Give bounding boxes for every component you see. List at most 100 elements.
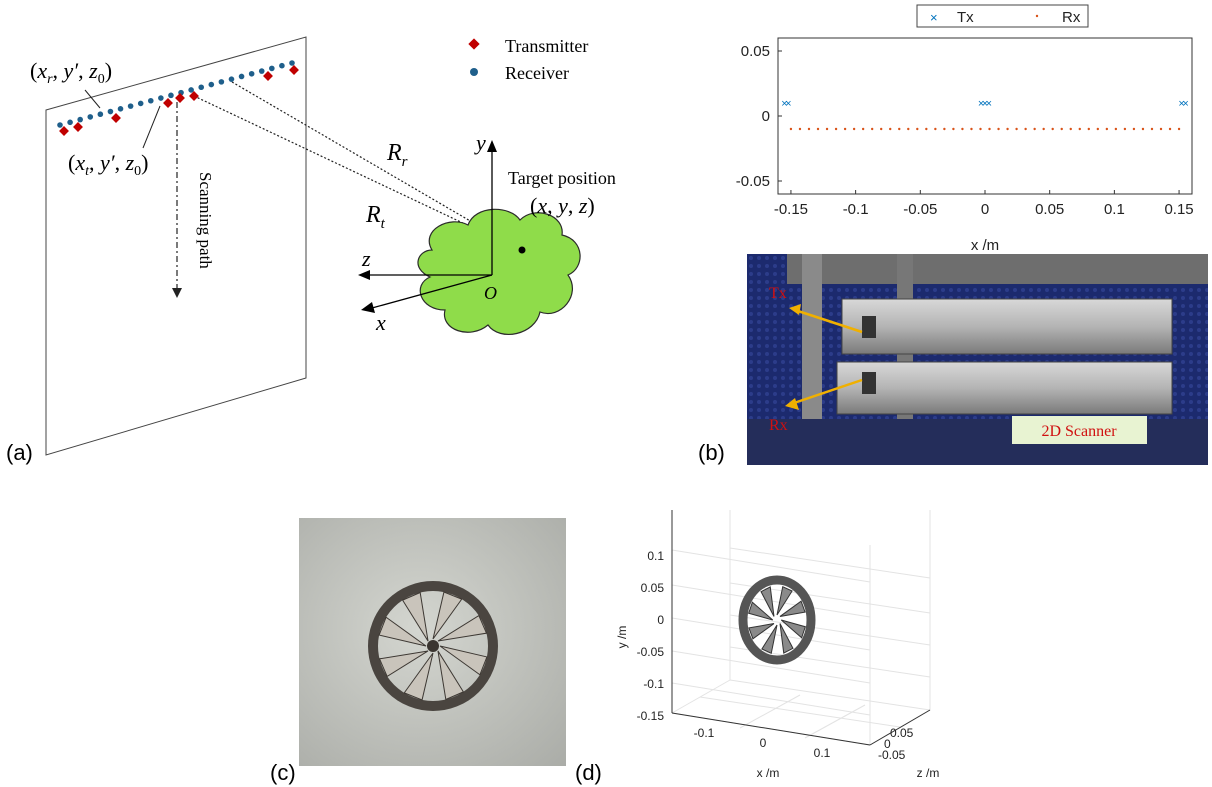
transmitter-marker — [59, 126, 69, 136]
x-tick-label: 0 — [981, 201, 989, 218]
rx-point — [1060, 127, 1063, 131]
d-ytick-5: -0.15 — [637, 709, 665, 723]
rx-point — [1078, 127, 1081, 131]
d-zlabel: z /m — [917, 766, 940, 780]
receiver-dot — [218, 79, 225, 85]
rx-point — [1024, 127, 1027, 131]
tx-point: × — [781, 98, 787, 110]
rx-point — [1051, 127, 1054, 131]
axis-y-label: y — [474, 130, 486, 155]
rx-point — [1159, 127, 1163, 131]
rx-point — [925, 127, 928, 131]
tx-position-label: (xt, y′, z0) — [68, 150, 148, 179]
tx-point: × — [1182, 98, 1188, 110]
tx-point: × — [982, 98, 988, 110]
receiver-dot — [158, 95, 164, 101]
rx-point — [1087, 127, 1091, 131]
fan-blade — [432, 591, 463, 640]
rx-point — [1096, 127, 1100, 131]
rx-point — [979, 127, 982, 131]
origin-label: O — [484, 283, 497, 303]
rx-point — [1015, 127, 1018, 131]
rx-point — [934, 127, 937, 131]
d-ztick-2: -0.05 — [878, 748, 906, 762]
rx-point — [816, 127, 820, 131]
rx-point — [943, 127, 946, 131]
fan-blade — [760, 586, 775, 617]
transmitter-marker — [175, 93, 185, 103]
fan-blade — [437, 614, 488, 642]
target-coords-label: (x, y, z) — [530, 193, 595, 218]
rx-point — [1069, 127, 1072, 131]
d-xlabel: x /m — [757, 766, 780, 780]
rx-point — [798, 127, 802, 131]
x-tick-label: -0.15 — [774, 201, 808, 218]
target-position-label: Target position — [508, 168, 616, 188]
receiver-dot — [248, 70, 255, 77]
legend-receiver-marker — [470, 68, 478, 76]
fan-blade — [748, 623, 775, 640]
fan-outer-ring — [368, 581, 498, 711]
receiver-dot — [77, 116, 83, 123]
fan-blade — [403, 652, 434, 701]
receiver-dot — [87, 114, 94, 120]
fan-blade — [780, 619, 806, 639]
receiver-dot — [117, 106, 124, 112]
rx-arrow-head — [785, 398, 799, 410]
d-xtick-2: 0.1 — [814, 746, 831, 760]
rx-point — [789, 127, 793, 131]
rx-point — [861, 127, 865, 131]
rx-point — [807, 127, 811, 131]
receiver-dot — [168, 92, 174, 99]
x-tick-label: 0.1 — [1104, 201, 1125, 218]
panel-label-b: (b) — [698, 440, 725, 465]
transmitter-marker — [189, 91, 199, 101]
fan-blade — [779, 600, 806, 617]
transmitter-marker — [111, 113, 121, 123]
tx-point: × — [986, 98, 992, 110]
d-ytick-3: -0.05 — [637, 645, 665, 659]
panel-label-d: (d) — [575, 760, 602, 785]
receiver-dot — [107, 108, 114, 115]
tx-arrow-head — [789, 304, 801, 315]
receiver-dot — [97, 111, 104, 118]
d-xtick-0: -0.1 — [694, 726, 715, 740]
panel-c-photo — [299, 518, 566, 766]
rx-point — [907, 127, 910, 131]
rx-antenna — [862, 372, 876, 394]
d-ytick-1: 0.05 — [641, 581, 665, 595]
d-ztick-0: 0.05 — [890, 726, 914, 740]
rx-point — [997, 127, 1000, 131]
fan-hub — [427, 640, 439, 652]
receiver-dot — [258, 68, 265, 74]
rx-arrow-line — [790, 378, 863, 406]
receiver-dot — [188, 87, 194, 93]
d-xtick-1: 0 — [760, 736, 767, 750]
receiver-dot — [198, 84, 205, 91]
panel-a-diagram: (xr, y′, z0) (xt, y′, z0) Scanning path … — [30, 36, 616, 456]
rx-point — [834, 127, 838, 131]
axis-z-line-3d — [869, 709, 931, 746]
legend-transmitter-label: Transmitter — [505, 36, 588, 56]
chart-xlabel: x /m — [971, 237, 999, 254]
rx-position-label: (xr, y′, z0) — [30, 58, 112, 87]
legend-receiver-label: Receiver — [505, 63, 569, 83]
transmitter-marker — [163, 98, 173, 108]
receiver-dot — [279, 62, 285, 69]
fan-blade — [378, 650, 429, 678]
scanner-label-box — [1012, 416, 1147, 444]
rx-point — [961, 127, 964, 131]
x-tick-label: 0.15 — [1164, 201, 1193, 218]
tx-label-leader — [142, 105, 161, 149]
d-ytick-4: -0.1 — [643, 677, 664, 691]
rx-point — [843, 127, 847, 131]
rx-point — [1168, 127, 1172, 131]
receiver-dot — [269, 65, 275, 72]
axis-y-arrow — [487, 140, 497, 152]
y-tick-label: 0 — [762, 108, 770, 125]
receiver-dot — [228, 76, 235, 82]
photo-tx-label: Tx — [769, 285, 787, 302]
rx-point — [952, 127, 955, 131]
legend-rx-marker — [1035, 14, 1039, 18]
